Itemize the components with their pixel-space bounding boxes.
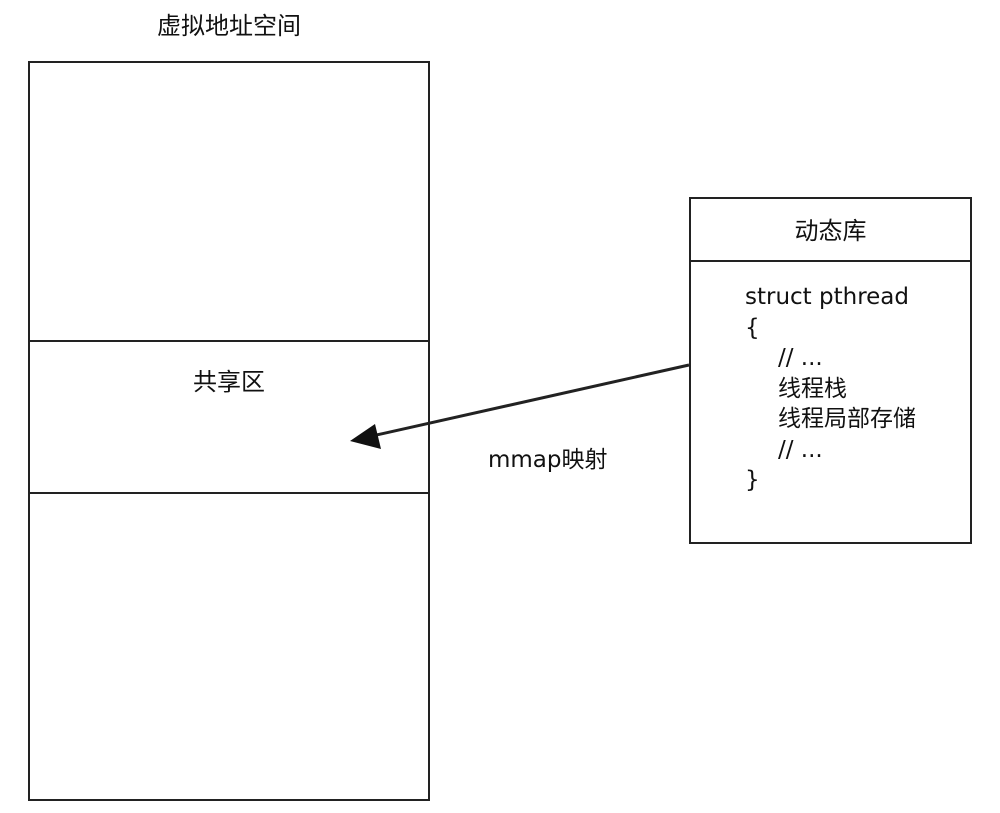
- mmap-arrow-line: [371, 363, 690, 438]
- code-line-comment-1: // ...: [778, 345, 823, 371]
- dynamic-library-title: 动态库: [689, 197, 972, 262]
- code-line-comment-2: // ...: [778, 436, 823, 463]
- code-line-thread-local-storage: 线程局部存储: [778, 406, 916, 432]
- code-line-close-brace: }: [745, 467, 760, 493]
- pthread-struct-code: struct pthread { // ... 线程栈 线程局部存储 // ..…: [745, 282, 916, 496]
- shared-region-label: 共享区: [193, 368, 265, 396]
- code-line-thread-stack: 线程栈: [778, 375, 847, 402]
- code-line-open-brace: {: [745, 314, 760, 341]
- mmap-arrowhead: [350, 424, 381, 449]
- shared-region-top-divider: [28, 340, 430, 342]
- dynamic-library-box: [689, 197, 972, 544]
- code-line-struct: struct pthread: [745, 284, 909, 310]
- mmap-mapping-label: mmap映射: [488, 447, 608, 473]
- virtual-address-space-title: 虚拟地址空间: [157, 12, 301, 40]
- shared-region-bottom-divider: [28, 492, 430, 494]
- virtual-address-space-box: [28, 61, 430, 801]
